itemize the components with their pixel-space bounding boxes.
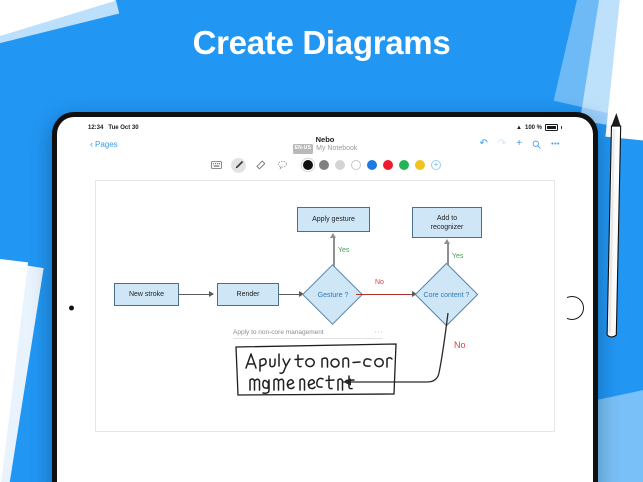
lasso-tool-icon[interactable]: [275, 158, 290, 173]
node-new-stroke[interactable]: New stroke: [114, 283, 179, 306]
node-label: Apply gesture: [312, 216, 355, 223]
battery-icon: [545, 124, 558, 131]
edge-label-gesture-yes: Yes: [338, 247, 350, 254]
node-render[interactable]: Render: [217, 283, 279, 306]
redo-icon: ↷: [497, 138, 507, 149]
handwriting-suggestion-bar[interactable]: Apply to non-core management ···: [233, 329, 383, 339]
color-swatches: +: [303, 160, 441, 170]
arrow-right-icon: [299, 291, 304, 297]
header-actions: ↶ ↷ + •••: [480, 139, 560, 149]
color-swatch-yellow[interactable]: [415, 160, 425, 170]
undo-icon[interactable]: ↶: [479, 138, 488, 149]
ipad-device: 12:34 Tue Oct 30 ▲ 100 % ‹ Pages: [52, 112, 598, 482]
color-swatch-black[interactable]: [303, 160, 313, 170]
chevron-left-icon: ‹: [90, 138, 93, 149]
edge-label-gesture-no: No: [375, 279, 384, 286]
status-bar: 12:34 Tue Oct 30 ▲ 100 %: [83, 122, 567, 133]
back-to-pages-button[interactable]: ‹ Pages: [90, 138, 118, 149]
suggestion-text: Apply to non-core management: [233, 329, 324, 336]
handwritten-ink-block[interactable]: [234, 343, 398, 397]
language-badge[interactable]: EN-US: [292, 143, 314, 154]
color-swatch-dark-gray[interactable]: [319, 160, 329, 170]
add-color-button[interactable]: +: [431, 160, 441, 170]
wifi-icon: ▲: [516, 124, 522, 131]
color-swatch-light-gray[interactable]: [335, 160, 345, 170]
pen-tool-icon[interactable]: [231, 157, 246, 173]
edge-label-core-no: No: [454, 340, 466, 350]
node-label-line1: Add to: [436, 214, 458, 222]
edge-gesture-no: [356, 294, 416, 295]
battery-cap-icon: [561, 126, 562, 129]
arrow-right-icon: [412, 291, 417, 297]
keyboard-tool-icon[interactable]: [209, 158, 224, 173]
color-swatch-white[interactable]: [351, 160, 361, 170]
arrow-up-icon: [330, 233, 336, 238]
node-label: Render: [236, 291, 260, 298]
search-icon[interactable]: [532, 140, 541, 149]
status-date: Tue Oct 30: [108, 124, 139, 131]
node-label-line2: recognizer: [430, 223, 464, 231]
apple-pencil: [606, 113, 623, 338]
back-label: Pages: [95, 139, 118, 149]
battery-percent: 100 %: [524, 124, 542, 131]
edge-new-stroke-render: [179, 294, 213, 295]
node-apply-gesture[interactable]: Apply gesture: [297, 207, 370, 232]
more-icon[interactable]: •••: [551, 140, 560, 148]
suggestion-more-icon[interactable]: ···: [374, 329, 383, 336]
promo-headline: Create Diagrams: [192, 24, 451, 61]
ipad-screen: 12:34 Tue Oct 30 ▲ 100 % ‹ Pages: [83, 122, 567, 482]
ipad-bezel: 12:34 Tue Oct 30 ▲ 100 % ‹ Pages: [57, 117, 593, 482]
tool-group: [209, 157, 290, 173]
eraser-tool-icon[interactable]: [253, 158, 268, 173]
drawing-toolbar: +: [83, 155, 567, 175]
color-swatch-blue[interactable]: [367, 160, 377, 170]
diagram-canvas[interactable]: Apply gesture Add to recognizer Yes Yes: [95, 180, 555, 432]
node-label: New stroke: [128, 291, 164, 298]
arrow-right-icon: [209, 291, 214, 297]
edge-render-gesture: [279, 294, 303, 295]
notebook-name: My Notebook: [316, 145, 358, 152]
camera-dot-icon: [69, 305, 74, 311]
add-icon[interactable]: +: [516, 138, 523, 149]
color-swatch-green[interactable]: [399, 160, 409, 170]
node-add-to-recognizer[interactable]: Add to recognizer: [412, 207, 482, 238]
app-header: ‹ Pages Nebo EN-US My Notebook ↶ ↷ +: [83, 133, 567, 155]
edge-gesture-yes: [333, 238, 335, 282]
color-swatch-red[interactable]: [383, 160, 393, 170]
note-page: Apply gesture Add to recognizer Yes Yes: [83, 175, 567, 482]
edge-label-core-yes: Yes: [452, 253, 464, 260]
status-time: 12:34: [88, 124, 104, 131]
arrow-up-icon: [444, 239, 450, 244]
